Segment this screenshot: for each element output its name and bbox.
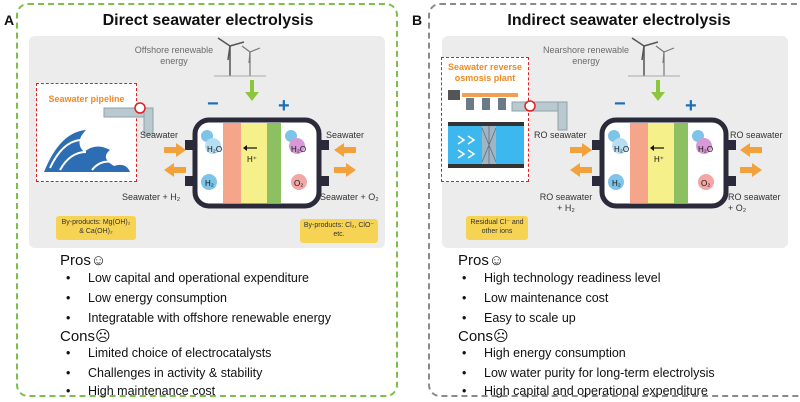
h2-label: H₂ xyxy=(205,179,214,188)
cons-item-a-1: •Limited choice of electrocatalysts xyxy=(66,346,272,360)
h2o-right-label: H₂O xyxy=(291,145,306,154)
pros-item-text: Integratable with offshore renewable ene… xyxy=(88,311,331,325)
energy-label-a: Offshore renewable energy xyxy=(134,45,214,66)
pros-item-text: High technology readiness level xyxy=(484,271,661,285)
energy-label-b: Nearshore renewable energy xyxy=(542,45,630,66)
inlet-right-label-a: Seawater xyxy=(326,130,365,140)
pros-item-b-1: •High technology readiness level xyxy=(462,271,661,285)
panel-indirect-electrolysis xyxy=(428,3,800,397)
panel-a-title: Direct seawater electrolysis xyxy=(102,12,314,29)
cathode-minus-icon: − xyxy=(207,93,219,115)
cons-item-text: Limited choice of electrocatalysts xyxy=(88,346,272,360)
outlet-left-label-a: Seawater + H₂ xyxy=(122,192,181,202)
h2o-left-label: H₂O xyxy=(207,145,222,154)
cons-heading-b: Cons☹ xyxy=(458,328,509,345)
cons-item-b-3: •High capital and operational expenditur… xyxy=(462,384,708,398)
pros-item-text: Easy to scale up xyxy=(484,311,576,325)
outlet-right-label-b: RO seawater + O₂ xyxy=(728,192,781,213)
pros-item-text: Low capital and operational expenditure xyxy=(88,271,309,285)
proton-label: H⁺ xyxy=(654,155,664,164)
anode-plus-icon: + xyxy=(278,95,290,117)
pros-item-text: Low energy consumption xyxy=(88,291,227,305)
cons-item-text: High capital and operational expenditure xyxy=(484,384,708,398)
flow-arrows-a xyxy=(164,143,356,177)
pros-item-a-2: •Low energy consumption xyxy=(66,291,227,305)
wind-turbine-icon xyxy=(628,37,680,77)
h2o-right-label: H₂O xyxy=(698,145,713,154)
pros-item-text: Low maintenance cost xyxy=(484,291,609,305)
cons-item-a-2: •Challenges in activity & stability xyxy=(66,366,263,380)
pros-item-b-2: •Low maintenance cost xyxy=(462,291,609,305)
o2-label: O₂ xyxy=(701,179,710,188)
panel-letter-b: B xyxy=(412,12,423,28)
h2o-left-label: H₂O xyxy=(614,145,629,154)
inlet-left-label-a: Seawater xyxy=(140,130,179,140)
ro-plant-icon xyxy=(448,90,524,168)
o2-label: O₂ xyxy=(294,179,303,188)
outlet-right-label-a: Seawater + O₂ xyxy=(320,192,379,202)
cons-item-b-1: •High energy consumption xyxy=(462,346,626,360)
pros-heading-b: Pros☺ xyxy=(458,252,505,269)
pros-item-a-3: •Integratable with offshore renewable en… xyxy=(66,311,331,325)
electrolysis-cell-a: − + H₂O H₂O H₂ O₂ H⁺ xyxy=(185,93,329,209)
byproduct-left-badge-b: Residual Cl⁻ and other ions xyxy=(466,216,528,240)
cons-item-text: Challenges in activity & stability xyxy=(88,366,263,380)
source-label-a: Seawater pipeline xyxy=(48,94,125,104)
cons-item-a-3: •High maintenance cost xyxy=(66,384,216,398)
wind-turbine-icon xyxy=(214,37,266,77)
wave-icon xyxy=(44,130,130,172)
inlet-right-label-b: RO seawater xyxy=(730,130,783,140)
anode-plus-icon: + xyxy=(685,95,697,117)
flow-arrows-b xyxy=(570,143,762,177)
panel-letter-a: A xyxy=(4,12,15,28)
proton-label: H⁺ xyxy=(247,155,257,164)
byproduct-left-badge-a: By-products: Mg(OH)₂ & Ca(OH)₂ xyxy=(56,216,136,240)
panel-direct-electrolysis xyxy=(16,3,398,397)
cons-heading-a: Cons☹ xyxy=(60,328,111,345)
source-label-b: Seawater reverse osmosis plant xyxy=(447,62,523,83)
electrolysis-cell-b: − + H₂O H₂O H₂ O₂ H⁺ xyxy=(592,93,736,209)
energy-arrow-icon xyxy=(245,80,259,101)
cons-item-text: High energy consumption xyxy=(484,346,626,360)
outlet-left-label-b: RO seawater + H₂ xyxy=(539,192,593,213)
panel-b-title: Indirect seawater electrolysis xyxy=(507,12,731,29)
pipe-icon xyxy=(511,100,568,131)
cons-item-text: Low water purity for long-term electroly… xyxy=(484,366,715,380)
pipe-icon xyxy=(103,102,154,135)
cons-item-b-2: •Low water purity for long-term electrol… xyxy=(462,366,715,380)
energy-arrow-icon xyxy=(651,80,665,101)
h2-label: H₂ xyxy=(612,179,621,188)
inlet-left-label-b: RO seawater xyxy=(534,130,587,140)
pros-item-a-1: •Low capital and operational expenditure xyxy=(66,271,309,285)
cathode-minus-icon: − xyxy=(614,93,626,115)
byproduct-right-badge-a: By-products: Cl₂, ClO⁻ etc. xyxy=(300,219,378,243)
pros-item-b-3: •Easy to scale up xyxy=(462,311,576,325)
cons-item-text: High maintenance cost xyxy=(88,384,216,398)
pros-heading-a: Pros☺ xyxy=(60,252,107,269)
